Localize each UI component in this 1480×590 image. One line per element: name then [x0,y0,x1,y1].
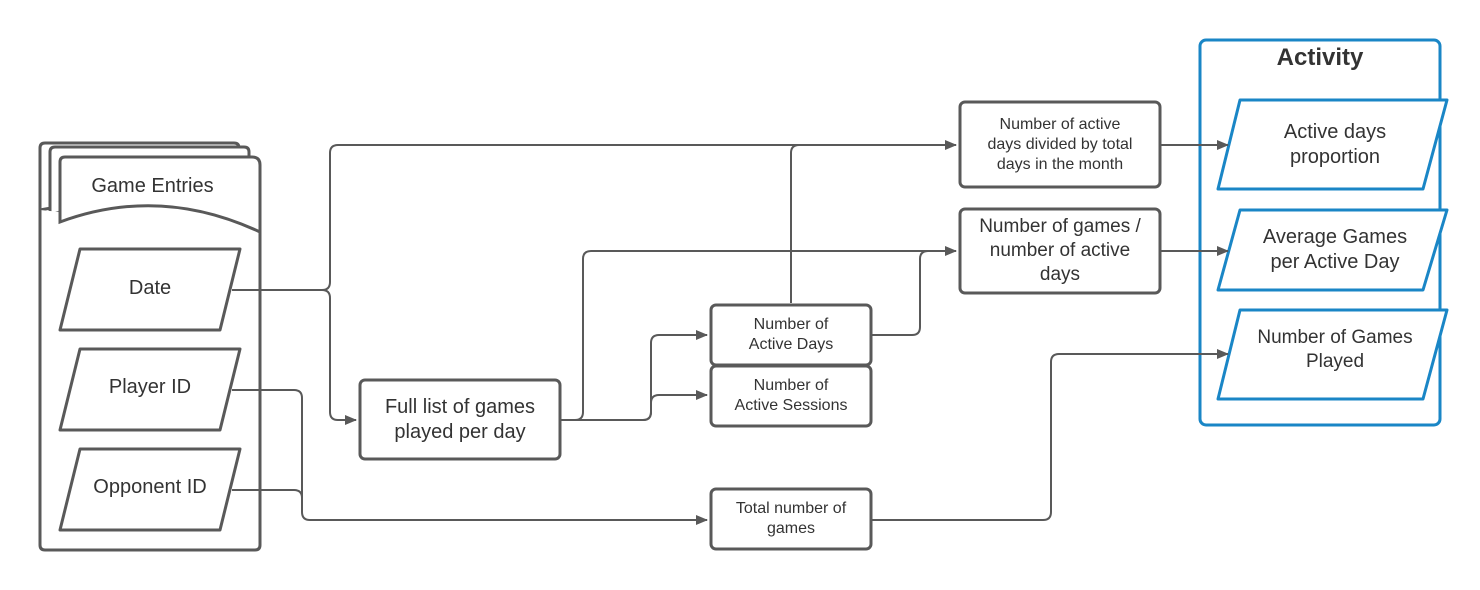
connectors [232,140,1229,525]
active-sessions-label: Number of Active Sessions [734,377,848,414]
player-id-field-label: Player ID [108,375,192,398]
number-of-games-shape [1216,308,1449,401]
opponent-id-to-total-games-connector [232,489,303,512]
player-id-to-total-games-connector [232,389,708,525]
date-field-shape [58,247,242,332]
active-days-proportion-label: Active days proportion [1283,120,1387,168]
active-days-to-ratio-connector [790,144,800,303]
games-per-day-label: Number of games / number of active days [979,216,1141,285]
date-to-ratio-connector [232,140,957,291]
opponent-id-field-shape [58,447,242,532]
active-days-to-games-per-day-connector [871,250,929,336]
date-field-label: Date [128,276,172,299]
player-id-field-shape [58,347,242,432]
average-games-shape [1216,208,1449,292]
game-entries-title: Game Entries [91,174,214,197]
opponent-id-field-label: Opponent ID [93,475,207,498]
full-list-to-active-sessions-connector [642,390,708,421]
active-days-label: Number of Active Days [748,316,834,353]
total-games-to-number-of-games-connector [871,349,1229,521]
total-games-label: Total number of games [735,500,847,537]
date-to-full-list-connector [321,289,357,425]
active-days-proportion-shape [1216,98,1449,191]
active-sessions-box [709,364,873,428]
active-ratio-label: Number of active days divided by total d… [987,115,1133,173]
activity-title: Activity [1276,44,1364,71]
average-games-label: Average Games per Active Day [1262,226,1408,273]
number-of-games-label: Number of Games Played [1257,327,1413,372]
full-list-label: Full list of games played per day [384,395,536,443]
full-list-to-active-days-connector [575,330,708,421]
